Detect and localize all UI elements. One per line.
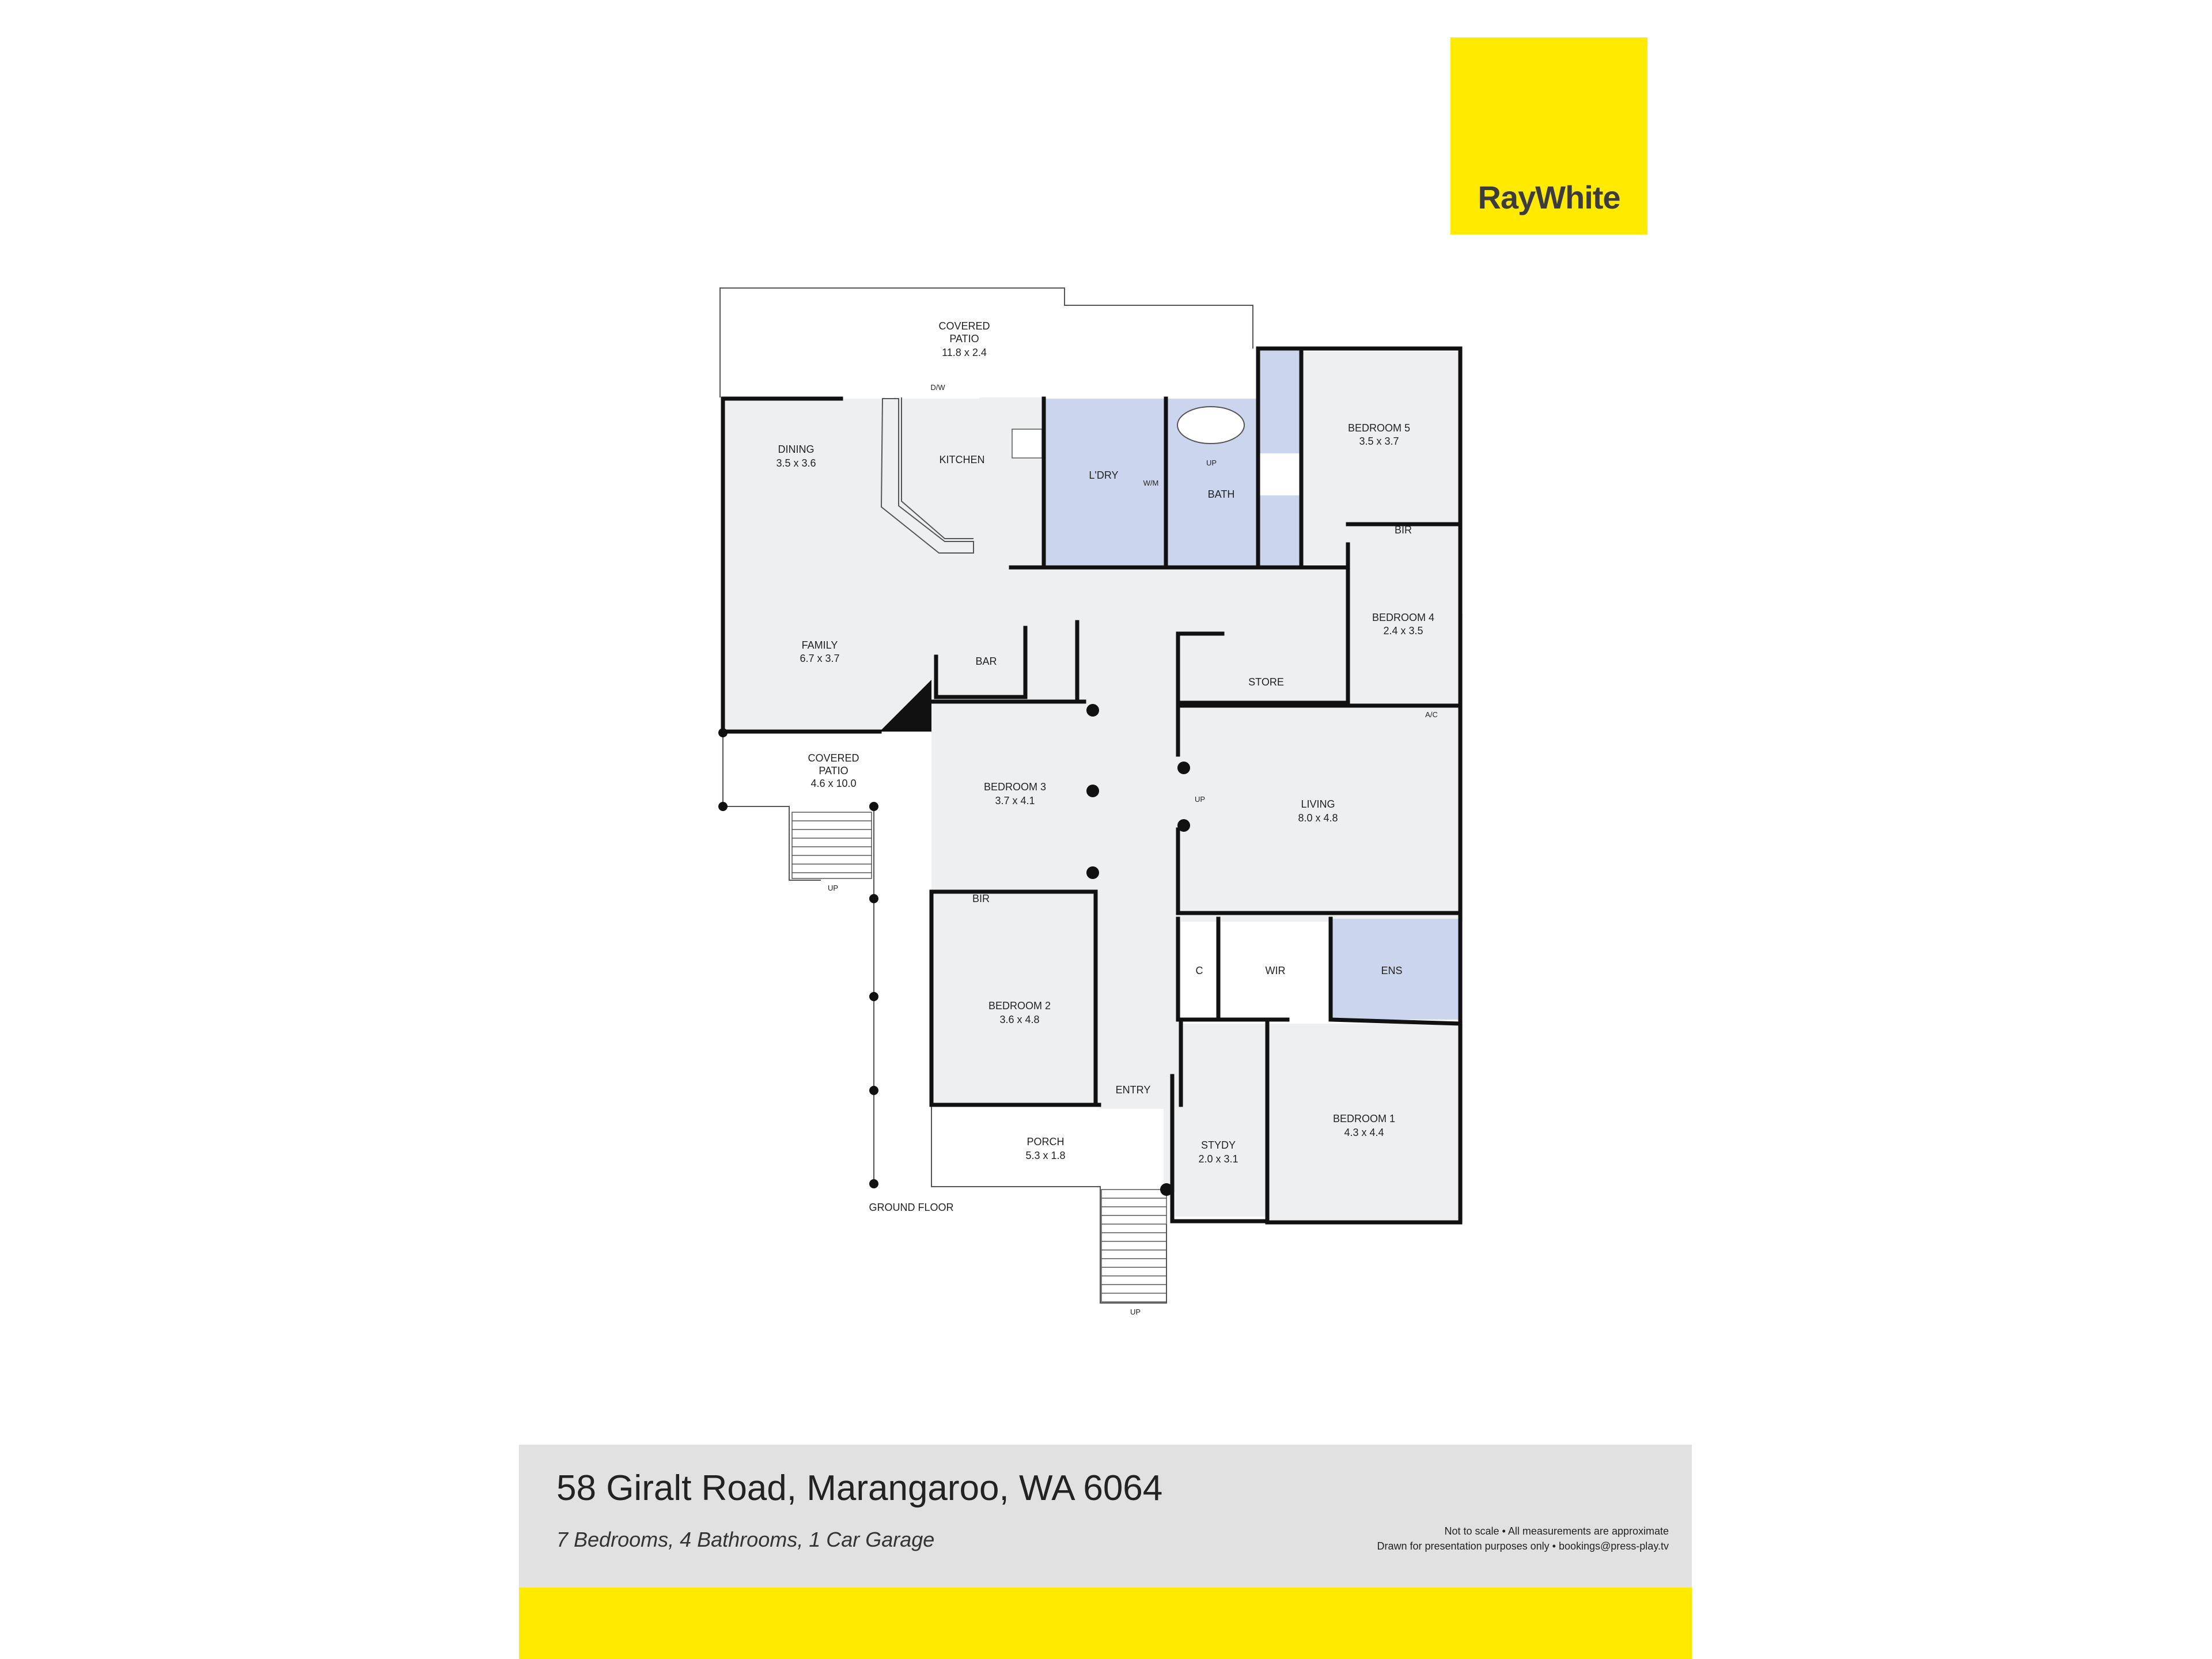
bedroom5-size: 3.5 x 3.7 [1359,435,1399,447]
bedroom5-floor [1303,351,1460,565]
stairs [791,812,1167,1302]
family-size: 6.7 x 3.7 [800,653,839,664]
living-name: LIVING [1301,798,1335,810]
scale-note: Not to scale • All measurements are appr… [1444,1525,1669,1537]
dining-name: DINING [778,444,815,455]
cooktop-icon [1012,429,1043,459]
corner-fill [880,680,931,732]
wc-floor [1258,349,1301,453]
bath-up-label: UP [1206,459,1217,467]
bathtub-icon [1177,406,1245,444]
kitchen-name: KITCHEN [939,454,984,465]
kitchen-bench [880,398,974,554]
study-floor [1175,1083,1267,1217]
footer-bar [519,1445,1692,1588]
presentation-note: Drawn for presentation purposes only • b… [1377,1540,1669,1552]
dining-size: 3.5 x 3.6 [776,457,816,469]
bedroom2-size: 3.6 x 4.8 [999,1014,1039,1025]
bedroom3-size: 3.7 x 4.1 [995,795,1035,806]
ensuite-floor [1331,919,1460,1020]
front-stairs [1101,1189,1167,1302]
shower-floor [1258,495,1301,566]
entry-name: ENTRY [1116,1084,1151,1096]
study-size: 2.0 x 3.1 [1198,1153,1238,1165]
covered-patio-top-size: 11.8 x 2.4 [942,347,987,358]
bedroom2-floor [931,890,1096,1106]
bar-name: BAR [975,656,997,667]
bedroom5-name: BEDROOM 5 [1348,422,1410,434]
walls [721,346,1463,1225]
footer-yellow-strip [519,1588,1692,1659]
study-name: STYDY [1201,1139,1236,1151]
bedroom1-name: BEDROOM 1 [1333,1113,1395,1124]
bath-name: BATH [1208,488,1235,500]
side-stairs-up-label: UP [828,884,838,892]
living-up-label: UP [1195,795,1205,804]
cupboard-name: C [1196,965,1203,976]
bir-top-name: BIR [1395,524,1412,536]
wir-name: WIR [1266,965,1286,976]
air-con-label: A/C [1425,710,1438,719]
bedroom3-name: BEDROOM 3 [984,781,1046,793]
ens-name: ENS [1381,965,1402,976]
top-patio-outline [719,287,1253,397]
store-floor [1178,634,1345,703]
porch-name: PORCH [1027,1136,1064,1147]
columns [718,704,1190,1196]
family-name: FAMILY [802,639,838,651]
covered-patio-side-size: 4.6 x 10.0 [810,778,856,789]
floor-label: GROUND FLOOR [869,1202,953,1213]
bedroom1-floor [1267,1024,1460,1222]
property-address: 58 Giralt Road, Marangaroo, WA 6064 [556,1468,1163,1508]
dishwasher-label: D/W [930,383,945,392]
bir-mid-name: BIR [972,893,990,904]
living-floor [1178,706,1460,913]
ray-white-logo: RayWhite [1450,37,1647,234]
living-size: 8.0 x 4.8 [1298,812,1338,824]
bedroom4-name: BEDROOM 4 [1372,612,1434,623]
bedroom1-size: 4.3 x 4.4 [1344,1127,1384,1138]
store-name: STORE [1248,676,1284,688]
bedroom4-floor [1349,547,1460,703]
logo-text: RayWhite [1478,179,1620,215]
porch-size: 5.3 x 1.8 [1025,1150,1065,1161]
bedroom4-size: 2.4 x 3.5 [1383,625,1423,637]
kitchen-island [901,397,974,539]
property-summary: 7 Bedrooms, 4 Bathrooms, 1 Car Garage [556,1528,935,1551]
front-stairs-up-label: UP [1130,1308,1141,1316]
laundry-name: L'DRY [1089,469,1118,481]
laundry-floor [1044,399,1166,566]
bedroom2-name: BEDROOM 2 [988,1000,1051,1012]
washing-machine-label: W/M [1143,479,1159,487]
side-stairs [791,812,872,879]
side-patio-outline [722,734,821,881]
